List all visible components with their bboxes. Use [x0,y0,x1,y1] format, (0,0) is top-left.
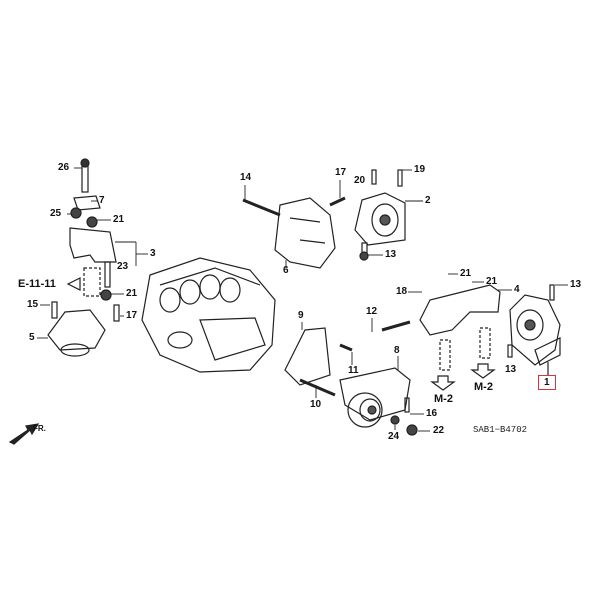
left-mount-assembly [47,158,120,357]
callout-13c[interactable]: 13 [505,364,517,375]
mount-6 [242,197,336,269]
reference-m-2-a[interactable]: M-2 [434,393,453,405]
callout-21d[interactable]: 21 [486,276,498,287]
leader-lines [37,167,568,432]
callout-14[interactable]: 14 [240,172,252,183]
callout-21b[interactable]: 21 [126,288,138,299]
callout-17[interactable]: 17 [126,310,138,321]
callout-19[interactable]: 19 [414,164,426,175]
callout-23[interactable]: 23 [117,261,129,272]
callout-6[interactable]: 6 [283,265,289,276]
callout-10[interactable]: 10 [310,399,322,410]
callout-17b[interactable]: 17 [335,167,347,178]
callout-9[interactable]: 9 [298,310,304,321]
callout-24[interactable]: 24 [388,431,400,442]
callout-22[interactable]: 22 [433,425,445,436]
front-direction-label: FR. [33,424,46,433]
callout-20[interactable]: 20 [354,175,366,186]
engine-block [141,257,276,373]
callout-26[interactable]: 26 [58,162,70,173]
callout-7[interactable]: 7 [99,195,105,206]
callout-2[interactable]: 2 [425,195,431,206]
callout-16[interactable]: 16 [426,408,438,419]
reference-m-2-b[interactable]: M-2 [474,381,493,393]
callout-12[interactable]: 12 [366,306,378,317]
front-arrow-icon [8,423,40,445]
callout-13b[interactable]: 13 [570,279,582,290]
callout-11[interactable]: 11 [348,365,359,376]
drawing-code: SAB1−B4702 [473,425,528,435]
reference-e-11-11[interactable]: E-11-11 [18,278,56,290]
callout-15[interactable]: 15 [27,299,39,310]
callout-5[interactable]: 5 [29,332,35,343]
mount-8 [284,327,418,436]
callout-3[interactable]: 3 [150,248,156,259]
callout-4[interactable]: 4 [514,284,520,295]
bracket-4 [381,284,501,391]
callout-21[interactable]: 21 [113,214,125,225]
callout-8[interactable]: 8 [394,345,400,356]
callout-25[interactable]: 25 [50,208,62,219]
mount-2 [329,169,406,261]
mount-1 [507,284,561,375]
callout-1-highlighted[interactable]: 1 [538,375,556,390]
callout-18[interactable]: 18 [396,286,408,297]
callout-13[interactable]: 13 [385,249,397,260]
ref-arrow-left [66,277,81,291]
callout-21c[interactable]: 21 [460,268,472,279]
